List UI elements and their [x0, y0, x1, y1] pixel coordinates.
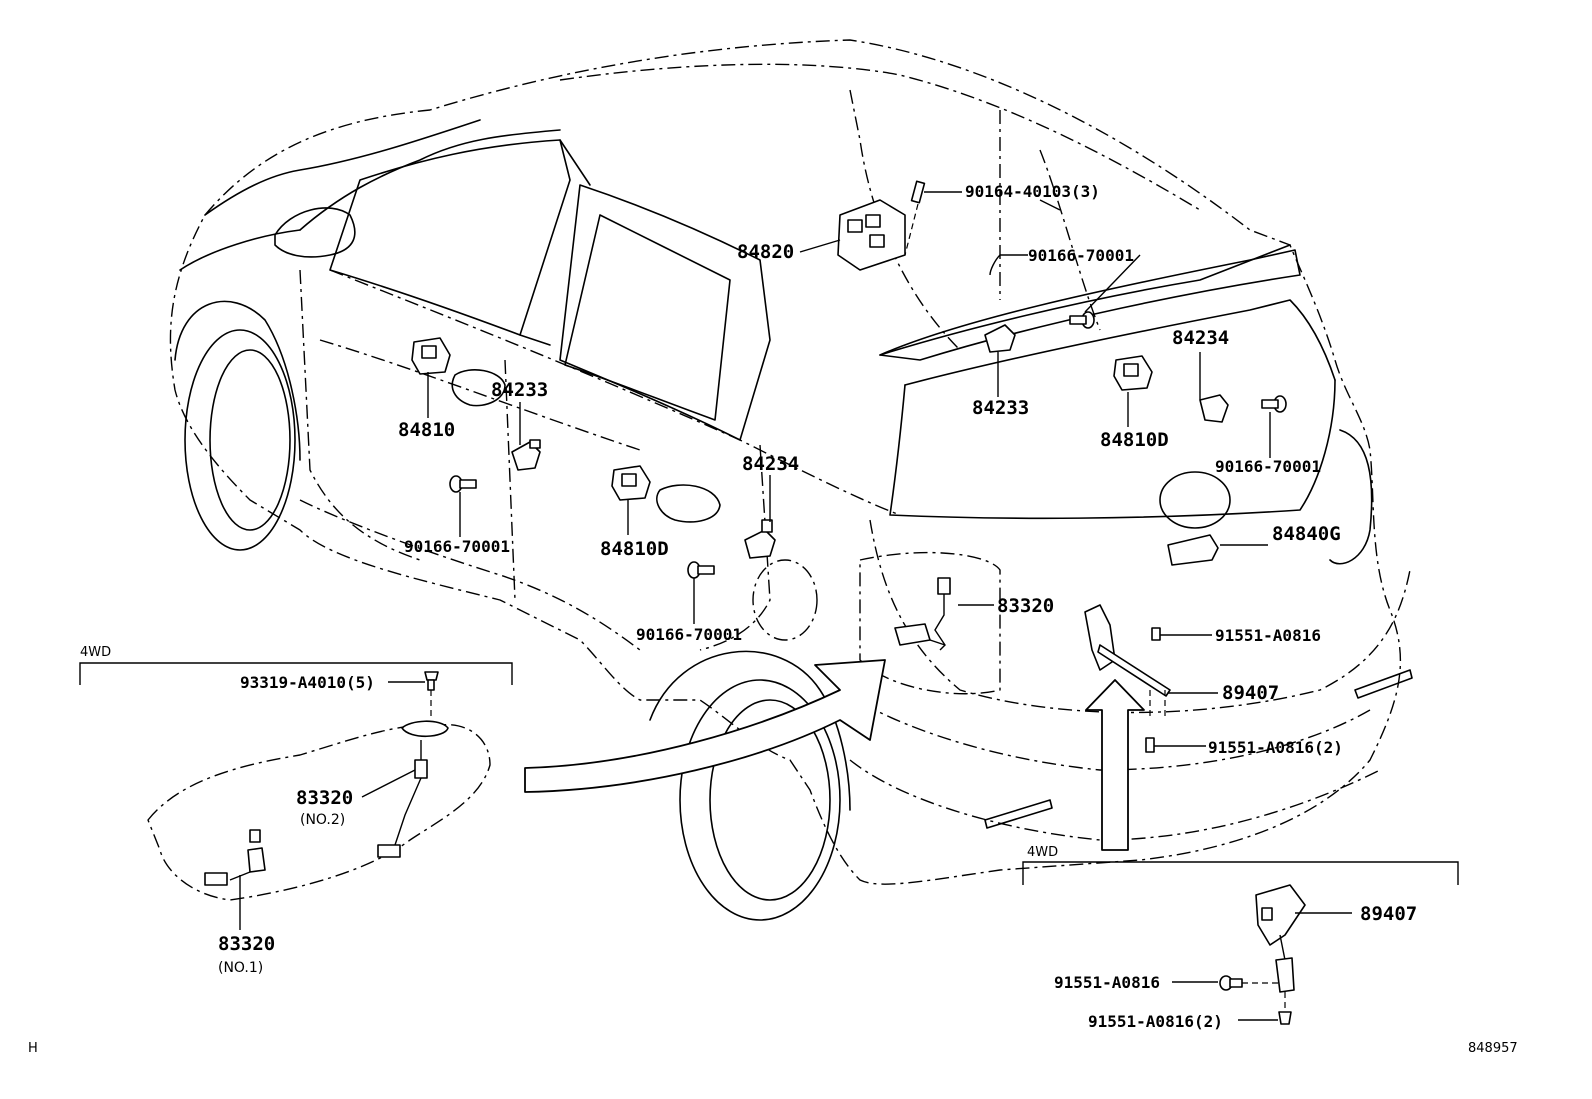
part-labels: 84820 90164-40103(3) 90166-70001 84234 8…: [28, 182, 1518, 1056]
diagram-id: 848957: [1468, 1041, 1518, 1056]
screw-part: [910, 180, 926, 204]
label-91551-A0816-2-main: 91551-A0816(2): [1208, 738, 1343, 757]
label-90166-70001-top: 90166-70001: [1028, 246, 1134, 265]
label-91551-A0816-inset: 91551-A0816: [1054, 973, 1160, 992]
label-84810D-front: 84810D: [600, 538, 669, 560]
leader-lines: [239, 191, 1352, 1021]
label-note-no1: (NO.1): [218, 960, 263, 976]
fuel-sender-main-part: [894, 577, 951, 651]
courtesy-switch-rear2-part: [1199, 394, 1229, 423]
label-89407-main: 89407: [1222, 682, 1279, 704]
bolt-91551-main-part: [1151, 627, 1161, 641]
bolt-91551-main2-part: [1145, 737, 1155, 753]
label-90164-40103: 90164-40103(3): [965, 182, 1100, 201]
label-84233-rear: 84233: [972, 397, 1029, 419]
height-sensor-main-part: [1084, 604, 1171, 720]
label-note-no2: (NO.2): [300, 812, 345, 828]
parts: [411, 180, 1287, 753]
label-84820: 84820: [737, 241, 794, 263]
door-switch-mid-part: [611, 465, 651, 501]
label-93319-A4010: 93319-A4010(5): [240, 673, 375, 692]
vehicle-body: [169, 39, 1413, 921]
corner-label-left: H: [28, 1041, 38, 1056]
label-90166-70001-front: 90166-70001: [404, 537, 510, 556]
label-90166-70001-mid: 90166-70001: [636, 625, 742, 644]
bolt-top-part: [1069, 311, 1095, 329]
courtesy-switch-mid-part: [744, 519, 776, 559]
label-4wd-left: 4WD: [80, 645, 111, 660]
inset-4wd-left: [79, 659, 886, 901]
label-83320-main: 83320: [997, 595, 1054, 617]
inset-4wd-right: [1022, 861, 1459, 1025]
label-84840G: 84840G: [1272, 523, 1341, 545]
label-4wd-right: 4WD: [1027, 845, 1058, 860]
window-switch-part: [837, 199, 906, 271]
bolt-rear-part: [1261, 395, 1287, 413]
label-89407-inset: 89407: [1360, 903, 1417, 925]
door-switch-front-part: [411, 337, 451, 375]
door-switch-rear-part: [1113, 355, 1153, 391]
label-84810: 84810: [398, 419, 455, 441]
label-90166-70001-rear: 90166-70001: [1215, 457, 1321, 476]
bolt-mid-part: [687, 561, 715, 579]
arrow-to-inset: [1085, 679, 1145, 851]
label-84234-rear: 84234: [1172, 327, 1229, 349]
courtesy-switch-rear-part: [984, 324, 1016, 353]
label-84234-front: 84234: [742, 453, 799, 475]
label-91551-A0816-2-inset: 91551-A0816(2): [1088, 1012, 1223, 1031]
label-84233-front: 84233: [491, 379, 548, 401]
label-83320-no2: 83320: [296, 787, 353, 809]
back-door-switch-part: [1167, 534, 1219, 566]
bolt-front-part: [449, 475, 477, 493]
label-84810D-rear: 84810D: [1100, 429, 1169, 451]
label-91551-A0816-main: 91551-A0816: [1215, 626, 1321, 645]
courtesy-switch-front-part: [511, 439, 541, 471]
label-83320-no1: 83320: [218, 933, 275, 955]
